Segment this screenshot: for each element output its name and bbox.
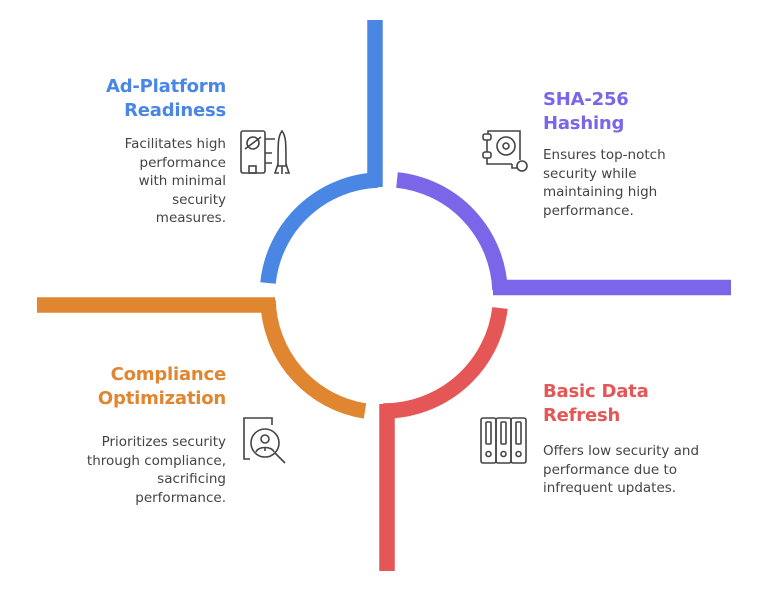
desc-line: performance bbox=[139, 154, 226, 171]
quadrant-title: Basic Data Refresh bbox=[543, 380, 743, 428]
title-line: Refresh bbox=[543, 405, 621, 426]
title-line: SHA-256 bbox=[543, 89, 629, 110]
title-line: Hashing bbox=[543, 113, 625, 134]
desc-line: Facilitates high bbox=[124, 136, 226, 152]
desc-line: security while bbox=[543, 165, 637, 182]
title-line: Optimization bbox=[97, 388, 226, 409]
desc-line: Prioritizes security bbox=[101, 434, 226, 450]
quadrant-sha256: SHA-256 Hashing Ensures top-notch securi… bbox=[543, 88, 743, 220]
hard-drive-icon bbox=[482, 130, 528, 172]
quadrant-ad-platform: Ad-Platform Readiness Facilitates high p… bbox=[26, 75, 226, 228]
desc-line: performance. bbox=[543, 202, 634, 219]
title-line: Basic Data bbox=[543, 381, 649, 402]
red-arc bbox=[382, 306, 508, 419]
rocket-planet-icon bbox=[240, 129, 291, 174]
title-line: Compliance bbox=[110, 364, 227, 385]
quadrant-description: Facilitates high performance with minima… bbox=[26, 135, 226, 228]
quadrant-title: Ad-Platform Readiness bbox=[26, 75, 226, 123]
desc-line: Offers low security and bbox=[543, 443, 700, 459]
blue-arc bbox=[260, 172, 379, 284]
desc-line: sacrificing bbox=[157, 471, 226, 487]
desc-line: security bbox=[172, 191, 226, 208]
title-line: Readiness bbox=[124, 100, 226, 121]
quadrant-description: Ensures top-notch security while maintai… bbox=[543, 146, 743, 220]
orange-arc bbox=[260, 299, 367, 419]
desc-line: measures. bbox=[155, 210, 226, 226]
desc-line: maintaining high bbox=[543, 184, 658, 200]
quadrant-description: Prioritizes security through compliance,… bbox=[26, 433, 226, 507]
desc-line: performance due to bbox=[543, 461, 678, 478]
desc-line: through compliance, bbox=[86, 452, 226, 469]
quadrant-compliance: Compliance Optimization Prioritizes secu… bbox=[26, 363, 226, 507]
purple-arc bbox=[396, 172, 508, 291]
quadrant-description: Offers low security and performance due … bbox=[543, 442, 743, 498]
binders-icon bbox=[480, 417, 527, 464]
user-search-icon bbox=[243, 417, 286, 464]
desc-line: performance. bbox=[135, 489, 226, 506]
quadrant-basic-data-refresh: Basic Data Refresh Offers low security a… bbox=[543, 380, 743, 498]
title-line: Ad-Platform bbox=[105, 76, 226, 97]
desc-line: with minimal bbox=[138, 173, 226, 189]
quadrant-title: SHA-256 Hashing bbox=[543, 88, 743, 136]
quadrant-title: Compliance Optimization bbox=[26, 363, 226, 411]
desc-line: Ensures top-notch bbox=[543, 147, 666, 163]
desc-line: infrequent updates. bbox=[543, 480, 677, 496]
